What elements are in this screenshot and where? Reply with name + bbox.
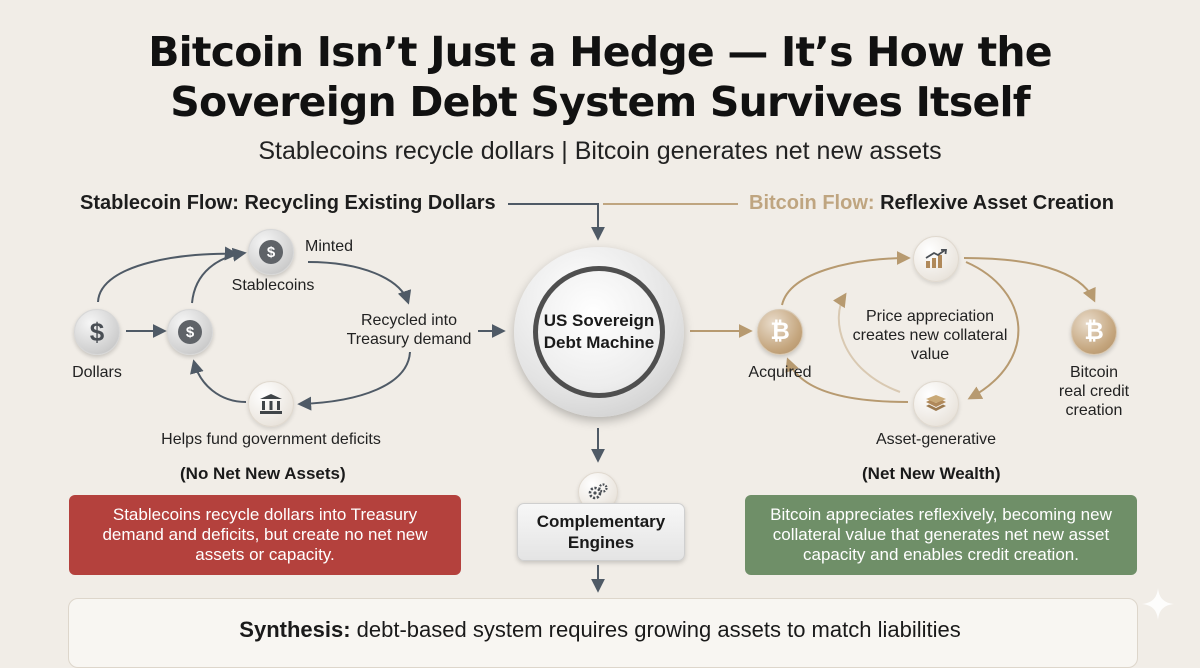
synthesis-text: Synthesis: debt-based system requires gr…: [0, 617, 1200, 643]
page-title-line2: Sovereign Debt System Survives Itself: [170, 78, 1030, 126]
stablecoin-icon: $: [167, 309, 213, 355]
label-dollars: Dollars: [72, 364, 122, 381]
bitcoin-flow-heading-rest: Reflexive Asset Creation: [880, 192, 1114, 214]
stablecoin-icon: $: [248, 229, 294, 275]
page-subtitle: Stablecoins recycle dollars | Bitcoin ge…: [258, 137, 942, 165]
bitcoin-tag: (Net New Wealth): [862, 464, 1001, 483]
bitcoin-summary-box: Bitcoin appreciates reflexively, becomin…: [745, 495, 1137, 575]
label-credit-line3: creation: [1065, 402, 1123, 419]
arrow-chart-to-credit: [963, 257, 1096, 303]
bitcoin-flow-heading-accent: Bitcoin Flow:: [749, 192, 875, 214]
bitcoin-flow-heading: Bitcoin Flow: Reflexive Asset Creation: [749, 192, 1114, 215]
label-price-line2: creates new collateral: [852, 327, 1008, 344]
debt-machine: US Sovereign Debt Machine: [514, 247, 684, 417]
machine-line1: US Sovereign: [543, 311, 655, 330]
arrow-dollars-to-minted: [97, 246, 239, 303]
bank-icon: [248, 381, 294, 427]
dollar-icon: $: [74, 309, 120, 355]
label-recycled-line1: Recycled into: [360, 312, 458, 329]
complementary-engines-box: Complementary Engines: [517, 503, 685, 561]
connector-stablecoin-to-machine: [508, 203, 605, 241]
machine-line2: Debt Machine: [543, 333, 655, 352]
engines-line1: Complementary: [536, 512, 666, 531]
arrow-minted-to-recycled: [307, 261, 412, 305]
label-acquired: Acquired: [748, 364, 812, 381]
bitcoin-icon: ₿: [1071, 309, 1117, 355]
label-stablecoins: Stablecoins: [231, 277, 315, 294]
chart-up-icon: [913, 236, 959, 282]
label-price-line3: value: [910, 346, 950, 363]
label-credit-line2: real credit: [1058, 383, 1130, 400]
arrow-stablecoin-to-top: [191, 247, 247, 304]
label-recycled-line2: Treasury demand: [346, 331, 472, 348]
layers-icon: [913, 381, 959, 427]
synthesis-body: debt-based system requires growing asset…: [350, 617, 961, 642]
label-asset-generative: Asset-generative: [875, 431, 997, 448]
label-minted: Minted: [305, 238, 354, 255]
debt-machine-label: US Sovereign Debt Machine: [533, 266, 665, 398]
label-price-line1: Price appreciation: [865, 308, 995, 325]
engines-line2: Engines: [567, 533, 635, 552]
stablecoin-flow-heading: Stablecoin Flow: Recycling Existing Doll…: [80, 192, 496, 214]
arrow-layers-to-chart-inner: [833, 292, 901, 393]
arrow-bank-to-stablecoin: [190, 359, 247, 403]
arrow-recycled-to-bank: [297, 351, 411, 411]
stablecoin-tag: (No Net New Assets): [180, 464, 346, 483]
arrow-layers-to-acquired: [785, 357, 909, 403]
stablecoin-summary-box: Stablecoins recycle dollars into Treasur…: [69, 495, 461, 575]
synthesis-label: Synthesis:: [239, 617, 351, 642]
sparkle-icon: [1142, 588, 1174, 620]
label-credit-line1: Bitcoin: [1069, 364, 1119, 381]
page-title-line1: Bitcoin Isn’t Just a Hedge — It’s How th…: [148, 28, 1052, 76]
arrow-chart-to-layers: [965, 261, 1020, 400]
label-helps-fund: Helps fund government deficits: [161, 431, 381, 448]
arrow-acquired-to-chart: [781, 251, 911, 306]
bitcoin-icon: ₿: [757, 309, 803, 355]
